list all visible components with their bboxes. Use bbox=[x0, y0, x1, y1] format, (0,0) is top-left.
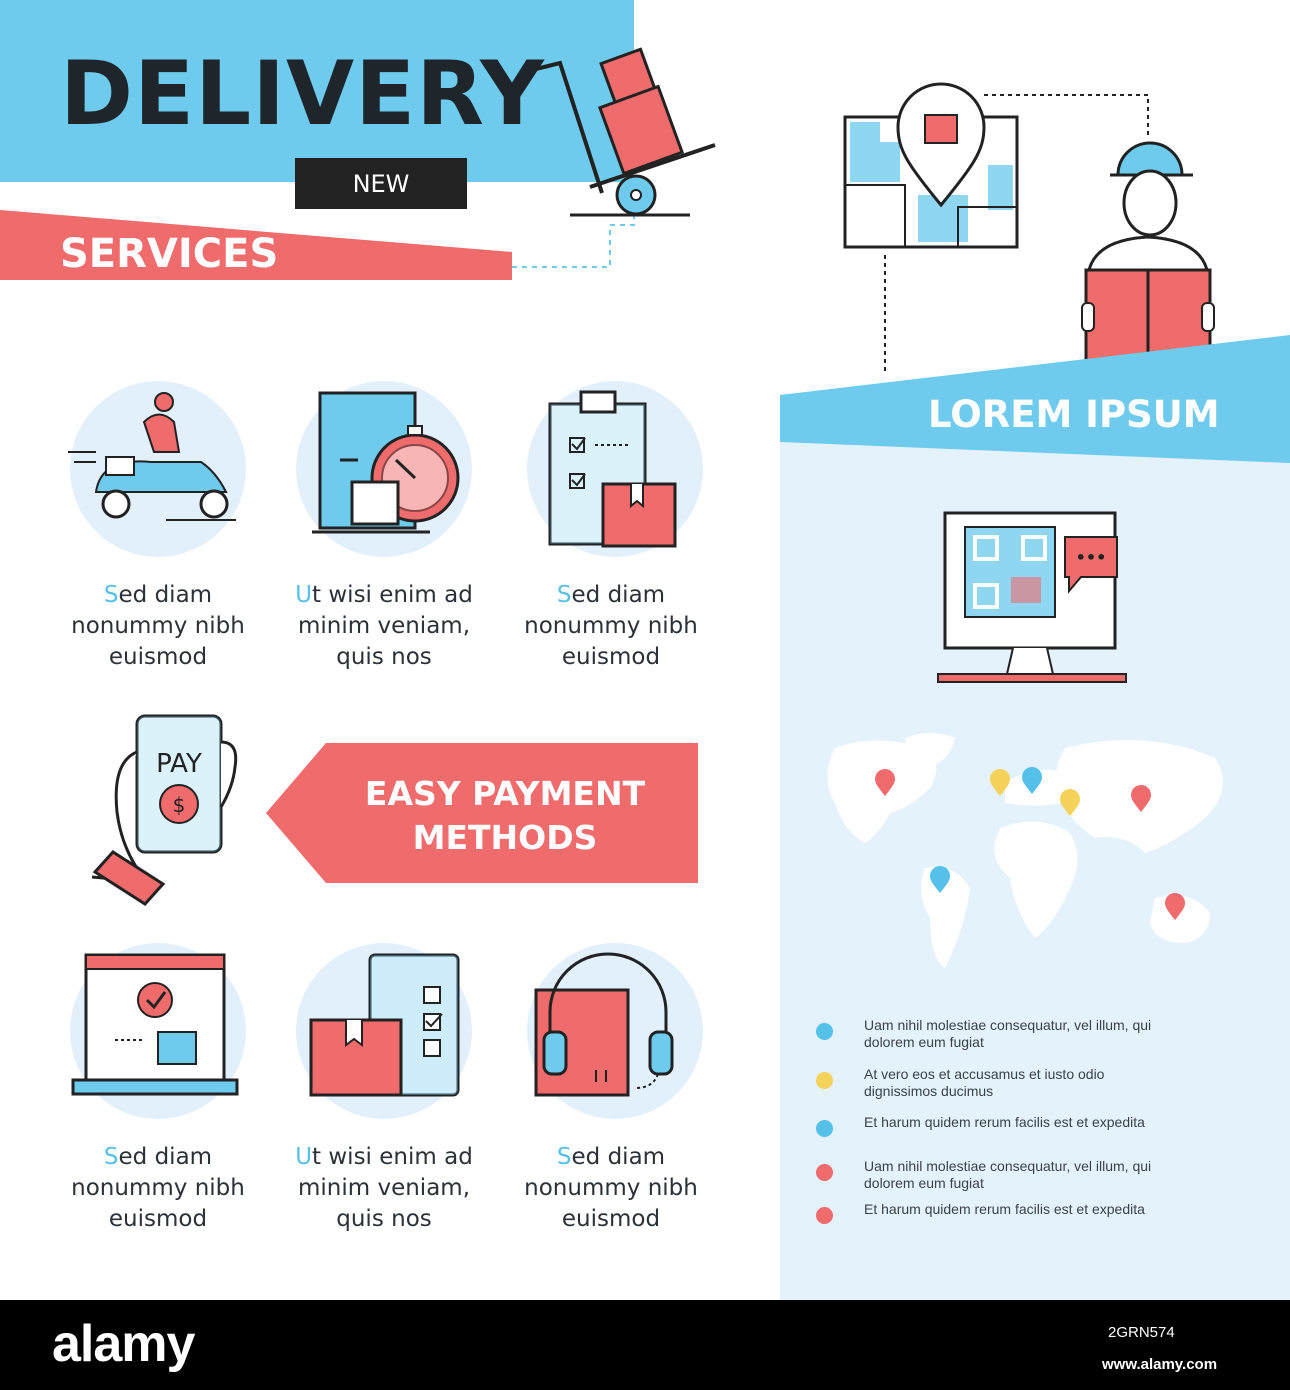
map-courier-illustration bbox=[843, 82, 1215, 375]
header-background bbox=[0, 0, 634, 182]
site-url[interactable]: www.alamy.com bbox=[1102, 1356, 1218, 1373]
scooter-courier-icon bbox=[68, 392, 236, 521]
new-badge: NEW bbox=[295, 158, 467, 209]
world-map bbox=[827, 733, 1223, 968]
map-pin-icon bbox=[1131, 785, 1151, 812]
section-title: LOREM IPSUM bbox=[928, 393, 1220, 436]
legend-text: Et harum quidem rerum facilis est et exp… bbox=[864, 1201, 1145, 1217]
clipboard-checklist-icon bbox=[548, 390, 677, 548]
legend-text: Uam nihil molestiae consequatur, vel ill… bbox=[864, 1158, 1152, 1191]
europe-shape bbox=[1005, 769, 1072, 806]
legend-text: Uam nihil molestiae consequatur, vel ill… bbox=[864, 1017, 1152, 1050]
service-caption: Ut wisi enim ad minim veniam,quis nos bbox=[295, 582, 473, 670]
pay-label: PAY bbox=[156, 749, 202, 779]
hand-truck-icon bbox=[535, 47, 716, 217]
laptop-order-icon bbox=[71, 953, 239, 1096]
payment-banner bbox=[266, 743, 698, 883]
pay-phone-icon: PAY $ bbox=[91, 714, 238, 906]
image-id: 2GRN574 bbox=[1108, 1324, 1175, 1341]
map-pin-icon bbox=[875, 769, 895, 796]
services-label: SERVICES bbox=[60, 231, 279, 277]
legend-dot bbox=[816, 1023, 833, 1040]
legend-dot bbox=[816, 1120, 833, 1137]
map-pin-icon bbox=[1165, 893, 1185, 920]
courier-icon bbox=[1081, 141, 1215, 364]
legend-dot bbox=[816, 1207, 833, 1224]
lorem-band bbox=[780, 335, 1290, 463]
brand-logo: alamy bbox=[52, 1315, 195, 1373]
door-stopwatch-icon bbox=[312, 391, 460, 534]
legend-item: Uam nihil molestiae consequatur, vel ill… bbox=[816, 1017, 1236, 1051]
footer-bar bbox=[0, 1300, 1290, 1390]
legend-text: Et harum quidem rerum facilis est et exp… bbox=[864, 1114, 1145, 1130]
legend-text: At vero eos et accusamus et iusto odio d… bbox=[864, 1066, 1105, 1099]
legend-item: Uam nihil molestiae consequatur, vel ill… bbox=[816, 1158, 1236, 1192]
services-ribbon bbox=[0, 205, 635, 280]
monitor-qr-icon: ••• bbox=[937, 511, 1127, 683]
legend-item: Et harum quidem rerum facilis est et exp… bbox=[816, 1201, 1236, 1224]
greenland-shape bbox=[905, 733, 955, 768]
legend-dot bbox=[816, 1164, 833, 1181]
map-pins bbox=[875, 767, 1185, 920]
map-pin-icon bbox=[1060, 789, 1080, 816]
dollar-icon: $ bbox=[173, 793, 186, 817]
location-pin-icon bbox=[896, 82, 986, 208]
legend-item: At vero eos et accusamus et iusto odio d… bbox=[816, 1066, 1236, 1100]
page-title: DELIVERY bbox=[60, 42, 545, 145]
tablet-package-icon bbox=[309, 953, 460, 1097]
map-pin-icon bbox=[1022, 767, 1042, 794]
legend-dot bbox=[816, 1072, 833, 1089]
headphones-package-icon bbox=[534, 952, 674, 1097]
south-america-shape bbox=[921, 867, 970, 968]
service-caption: Ut wisi enim ad minim veniam,quis nos bbox=[295, 1144, 473, 1232]
legend-item: Et harum quidem rerum facilis est et exp… bbox=[816, 1114, 1236, 1137]
africa-shape bbox=[994, 821, 1078, 938]
map-pin-icon bbox=[930, 866, 950, 893]
australia-shape bbox=[1150, 895, 1210, 943]
chat-dots: ••• bbox=[1076, 548, 1107, 567]
map-pin-icon bbox=[990, 769, 1010, 796]
